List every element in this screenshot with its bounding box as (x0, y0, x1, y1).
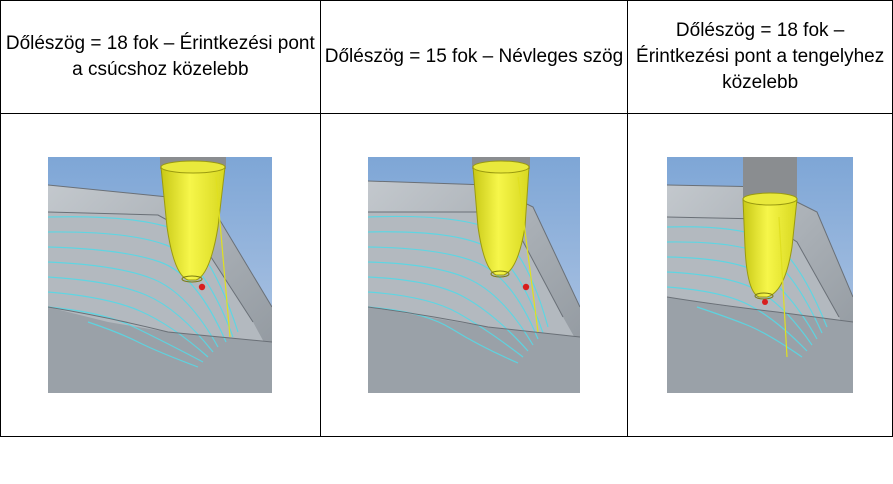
caption-text-3: Dőlészög = 18 fok – Érintkezési pont a t… (636, 20, 885, 93)
caption-cell-3: Dőlészög = 18 fok – Érintkezési pont a t… (627, 0, 893, 114)
caption-text-2: Dőlészög = 15 fok – Névleges szög (324, 46, 624, 67)
caption-text-1: Dőlészög = 18 fok – Érintkezési pont a c… (5, 33, 315, 80)
toolpath-render-tilt-18-tip (48, 157, 273, 393)
toolpath-render-tilt-18-axis (667, 157, 854, 393)
caption-cell-2: Dőlészög = 15 fok – Névleges szög (319, 0, 629, 114)
image-row (0, 113, 893, 437)
image-cell-2 (319, 113, 629, 437)
header-row: Dőlészög = 18 fok – Érintkezési pont a c… (0, 0, 893, 114)
caption-cell-1: Dőlészög = 18 fok – Érintkezési pont a c… (0, 0, 321, 114)
image-cell-3 (627, 113, 893, 437)
toolpath-render-tilt-15-nominal (367, 157, 580, 393)
image-cell-1 (0, 113, 321, 437)
comparison-table: Dőlészög = 18 fok – Érintkezési pont a c… (0, 0, 893, 437)
